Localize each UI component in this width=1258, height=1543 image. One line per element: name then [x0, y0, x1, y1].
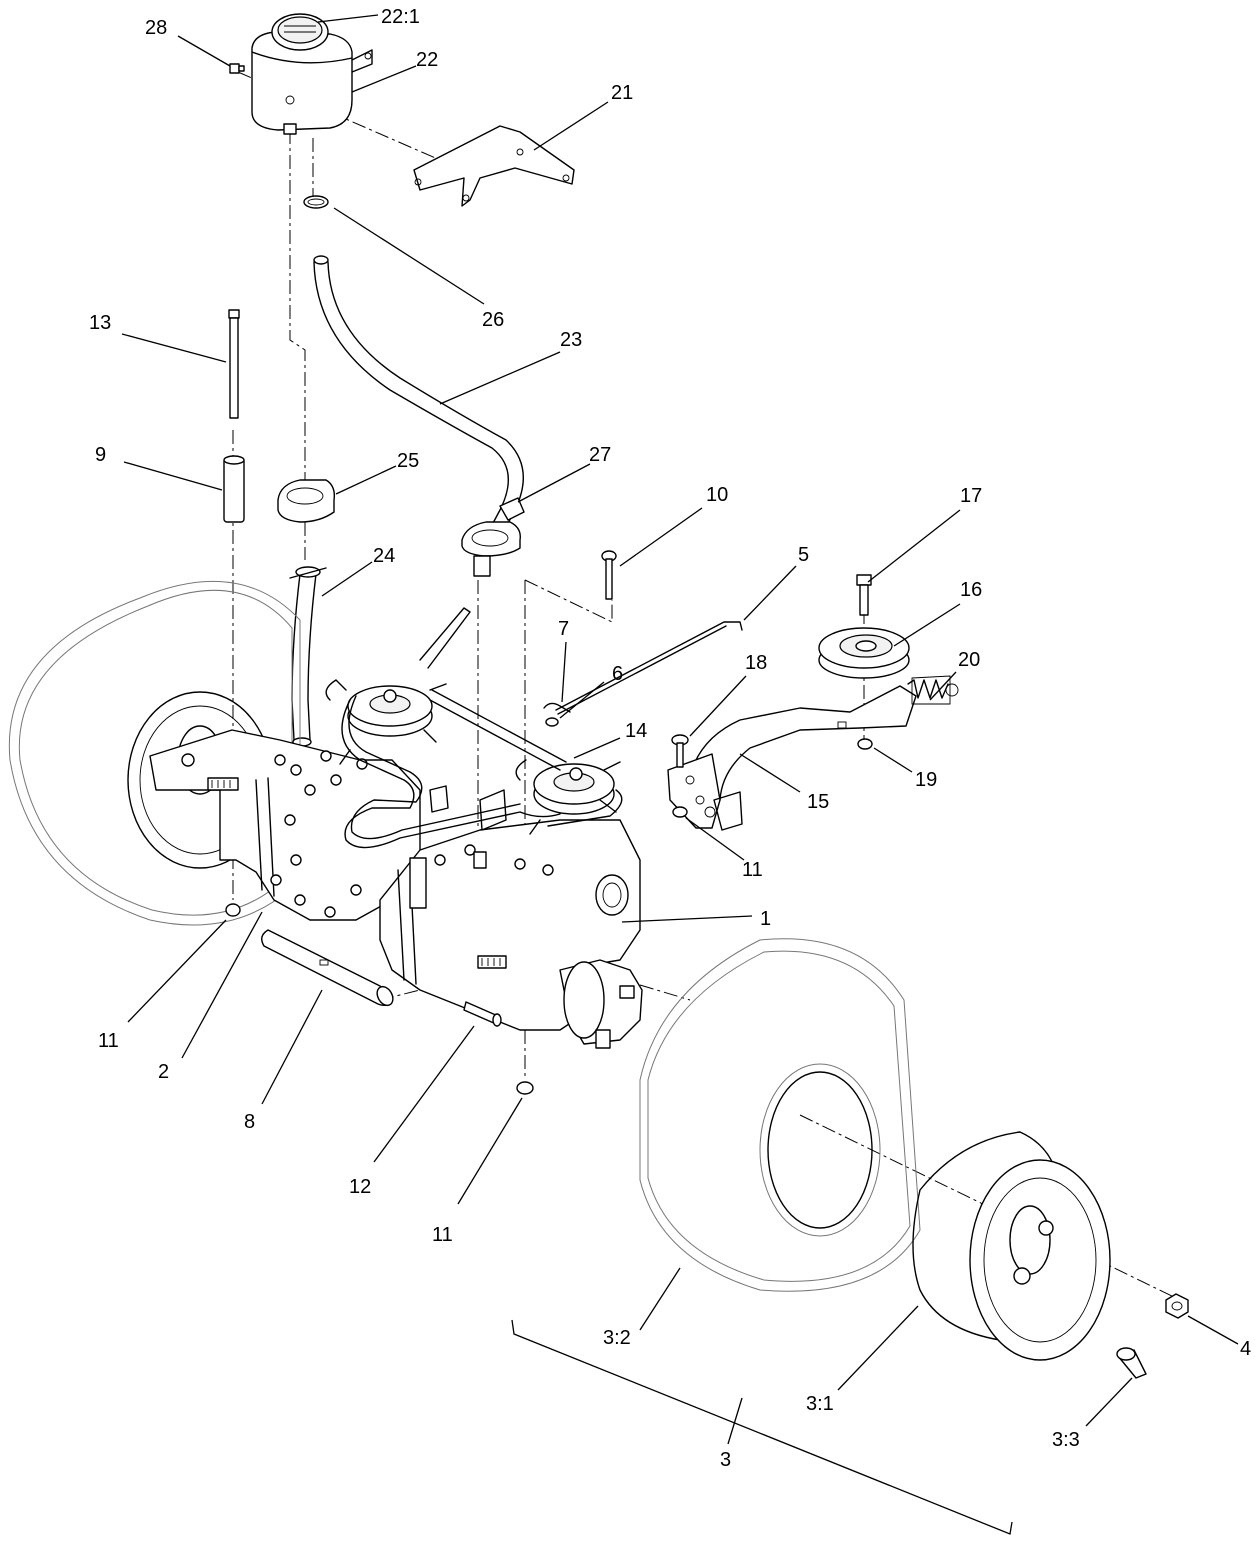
callout-23: 23	[560, 329, 582, 351]
idler-arm	[667, 685, 917, 831]
grommet-right	[461, 521, 521, 577]
control-linkage	[419, 607, 507, 831]
pivot-pin	[671, 734, 689, 768]
callout-11-left: 11	[98, 1030, 119, 1052]
callout-26: 26	[482, 309, 504, 331]
callout-22: 22	[416, 49, 438, 71]
return-hose	[313, 255, 524, 543]
callout-2: 2	[158, 1061, 169, 1083]
left-transaxle-pulley	[347, 685, 433, 737]
hose-clamp	[303, 195, 329, 209]
callout-18: 18	[745, 652, 767, 674]
callout-1: 1	[760, 908, 771, 930]
callout-27: 27	[589, 444, 611, 466]
drive-belt	[341, 689, 623, 849]
callout-3-3: 3:3	[1052, 1429, 1080, 1451]
right-tire	[639, 938, 921, 1292]
callout-5: 5	[798, 544, 809, 566]
cross-tube	[261, 929, 394, 1007]
callout-3: 3	[720, 1449, 731, 1471]
callout-28: 28	[145, 17, 167, 39]
frame-bolt	[463, 1001, 502, 1027]
wheel-hub	[559, 959, 643, 1049]
callout-13: 13	[89, 312, 111, 334]
callout-17: 17	[960, 485, 982, 507]
mounting-bracket	[413, 125, 575, 207]
callout-3-1: 3:1	[806, 1393, 834, 1415]
callout-22-1: 22:1	[381, 6, 420, 28]
callout-8: 8	[244, 1111, 255, 1133]
assembly-bracket-3	[511, 1319, 1013, 1535]
callout-11-bottom: 11	[432, 1224, 453, 1246]
control-rod	[555, 621, 743, 715]
nut-arm	[672, 806, 688, 818]
callout-11-arm: 11	[742, 859, 763, 881]
callout-25: 25	[397, 450, 419, 472]
screw-28	[229, 63, 245, 74]
suction-hose	[289, 566, 327, 747]
idler-pulley	[818, 627, 910, 679]
callout-3-2: 3:2	[603, 1327, 631, 1349]
callout-6: 6	[612, 663, 623, 685]
reservoir-tank	[251, 13, 373, 135]
long-bolt	[228, 309, 240, 419]
valve-stem	[1116, 1347, 1147, 1379]
callout-19: 19	[915, 769, 937, 791]
callout-21: 21	[611, 82, 633, 104]
callout-16: 16	[960, 579, 982, 601]
extension-spring	[907, 675, 959, 705]
callout-7: 7	[558, 618, 569, 640]
callout-10: 10	[706, 484, 728, 506]
lug-nut	[1165, 1293, 1189, 1319]
grommet-left	[277, 479, 336, 523]
nut-left	[225, 903, 241, 917]
callout-24: 24	[373, 545, 395, 567]
callout-labels: 22:1 28 22 21 26 13 23 9 25 27 10 17 24 …	[89, 6, 1251, 1471]
cotter-pin	[543, 702, 571, 713]
fitting-27	[499, 497, 525, 521]
spacer-sleeve	[223, 455, 245, 523]
clevis-pin	[601, 550, 617, 600]
callout-4: 4	[1240, 1338, 1251, 1360]
callout-15: 15	[807, 791, 829, 813]
idler-nut	[857, 738, 873, 750]
callout-14: 14	[625, 720, 647, 742]
left-transaxle	[149, 729, 421, 921]
callout-12: 12	[349, 1176, 371, 1198]
right-transaxle-pulley	[533, 763, 615, 815]
alignment-lines	[232, 71, 1181, 1301]
leader-lines	[121, 14, 1239, 1445]
washer-6	[545, 717, 559, 727]
callout-20: 20	[958, 649, 980, 671]
nut-bottom	[516, 1081, 534, 1095]
cooling-fans	[325, 679, 621, 835]
callout-9: 9	[95, 444, 106, 466]
wheel-rim	[912, 1131, 1111, 1361]
